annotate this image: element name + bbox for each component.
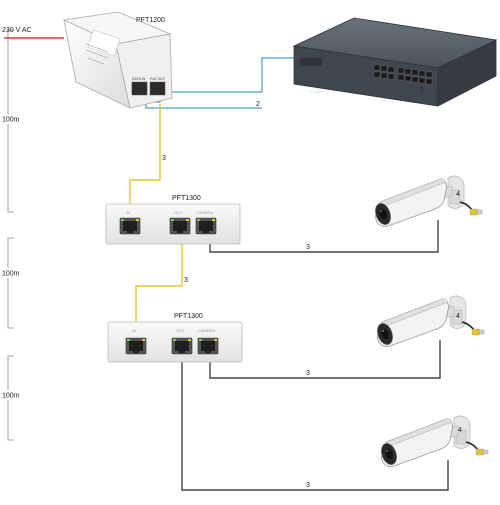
- uplink-cable: [154, 57, 298, 103]
- black-cable-cam1: [209, 220, 439, 253]
- injector-port-out-label: PoE OUT: [150, 77, 166, 81]
- camera-1-number-label: 4: [456, 191, 460, 198]
- poe-injector: DATA IN PoE OUT PFT1200 230 V AC: [2, 11, 173, 109]
- camera-1: [371, 175, 483, 228]
- cable-label-injector-ext1: 3: [162, 155, 166, 162]
- extender-1-name-label: PFT1300: [172, 195, 201, 202]
- cable-label-ext1-ext2: 3: [184, 277, 188, 284]
- distance-label-3: 100m: [2, 393, 20, 400]
- supply-voltage-label: 230 V AC: [2, 27, 32, 34]
- black-cable-cam3: [181, 358, 449, 491]
- distance-brackets: 100m 100m 100m: [0, 29, 24, 441]
- switch-brand-label: TP-LINK: [308, 89, 324, 94]
- cable-label-cam2: 3: [306, 370, 310, 377]
- switch-number-label: 1: [420, 87, 424, 94]
- extender-2-name-label: PFT1300: [174, 313, 203, 320]
- cable-labels: 2 3 3 3 3 3: [162, 101, 310, 489]
- cable-label-cam1: 3: [306, 244, 310, 251]
- injector-port-in-label: DATA IN: [132, 77, 146, 81]
- camera-2: [373, 295, 485, 348]
- cables: [4, 37, 449, 491]
- distance-label-2: 100m: [2, 271, 20, 278]
- distance-label-1: 100m: [2, 117, 20, 124]
- extender-2-port-cam-label: CAMERA: [198, 328, 215, 333]
- camera-3-number-label: 4: [458, 427, 462, 434]
- extender-2: IN OUT CAMERA PFT1300: [107, 313, 243, 363]
- black-cable-cam2: [209, 340, 441, 379]
- extender-2-port-out-label: OUT: [176, 328, 185, 333]
- extender-1-port-in-label: IN: [126, 210, 130, 215]
- yellow-cable-1: [129, 104, 161, 218]
- extender-1: IN OUT CAMERA PFT1300: [105, 195, 241, 245]
- cable-label-uplink: 2: [256, 101, 260, 108]
- camera-3: [377, 415, 489, 468]
- yellow-cable-2: [135, 240, 183, 338]
- extender-1-port-out-label: OUT: [174, 210, 183, 215]
- cable-label-cam3: 3: [306, 482, 310, 489]
- extender-1-port-cam-label: CAMERA: [196, 210, 213, 215]
- extender-2-port-in-label: IN: [132, 328, 136, 333]
- injector-name-label: PFT1200: [136, 17, 165, 24]
- camera-2-number-label: 4: [456, 313, 460, 320]
- network-switch: TP-LINK 1: [292, 17, 498, 107]
